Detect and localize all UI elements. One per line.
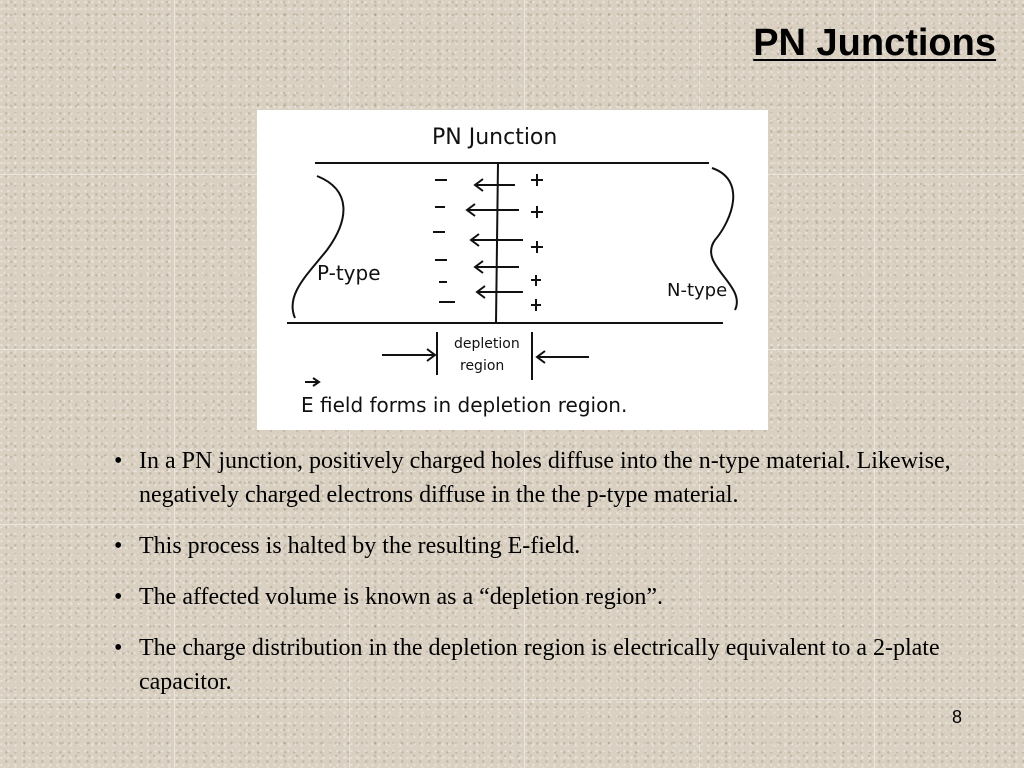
positive-charges — [531, 174, 543, 311]
tile-seam — [874, 0, 875, 768]
bullet-text: In a PN junction, positively charged hol… — [139, 448, 951, 508]
depletion-label-line2: region — [460, 358, 504, 374]
bullet-item: • In a PN junction, positively charged h… — [112, 444, 972, 512]
vector-arrow-head — [312, 377, 321, 387]
pn-junction-sketch: PN Junction — [287, 125, 738, 417]
tile-seam — [0, 524, 1024, 525]
n-type-label: N-type — [667, 280, 727, 301]
junction-line — [495, 162, 499, 324]
bullet-item: • This process is halted by the resultin… — [112, 529, 972, 563]
bullet-list: • In a PN junction, positively charged h… — [112, 444, 972, 716]
slide-title: PN Junctions — [753, 22, 996, 64]
bullet-text: This process is halted by the resulting … — [139, 533, 581, 559]
pn-junction-figure: PN Junction — [257, 110, 768, 430]
tile-seam — [0, 699, 1024, 700]
bullet-text: The charge distribution in the depletion… — [139, 635, 940, 695]
figure-caption: E field forms in depletion region. — [301, 393, 627, 417]
bullet-marker: • — [114, 635, 123, 661]
page-number: 8 — [951, 707, 962, 727]
negative-charges — [433, 179, 455, 303]
right-wavy-edge — [710, 167, 738, 311]
bullet-marker: • — [114, 533, 123, 559]
p-type-label: P-type — [317, 261, 381, 285]
figure-heading: PN Junction — [432, 125, 557, 150]
bullet-marker: • — [114, 584, 123, 610]
bullet-item: • The affected volume is known as a “dep… — [112, 580, 972, 614]
bullet-marker: • — [114, 448, 123, 474]
depletion-arrows — [382, 348, 589, 364]
left-wavy-edge — [291, 175, 345, 319]
bullet-text: The affected volume is known as a “deple… — [139, 584, 664, 610]
field-arrows — [465, 178, 523, 299]
tile-seam — [174, 0, 175, 768]
bullet-item: • The charge distribution in the depleti… — [112, 631, 972, 699]
depletion-label-line1: depletion — [454, 336, 520, 352]
